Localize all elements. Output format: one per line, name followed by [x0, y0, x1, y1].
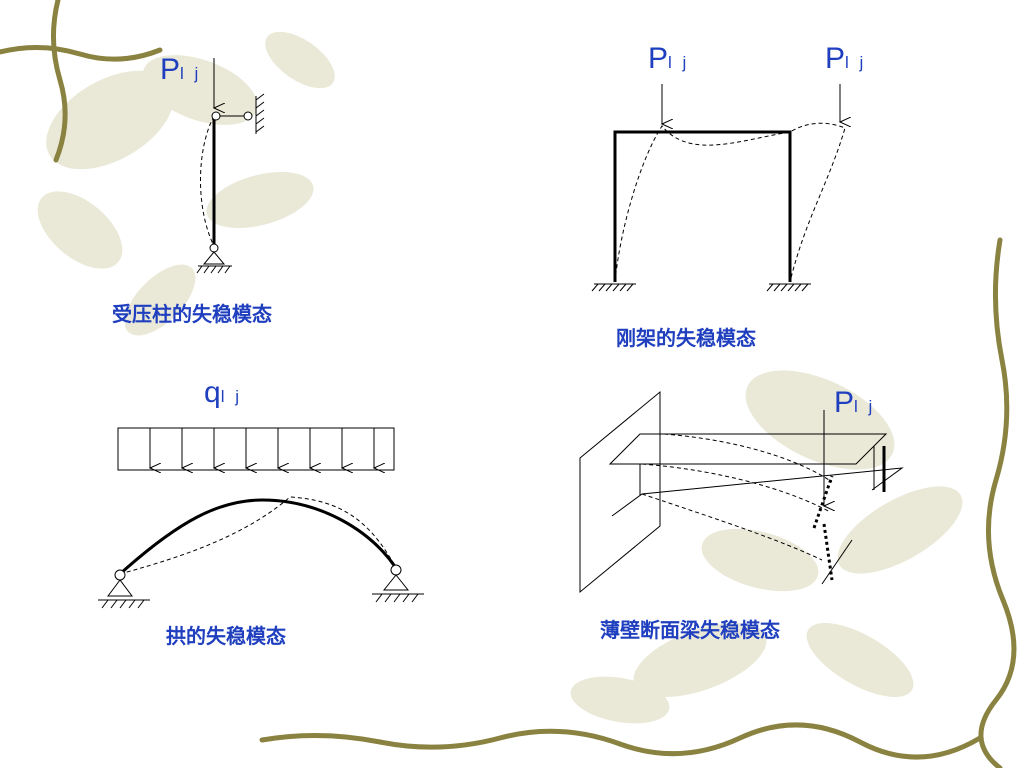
column-base-support — [202, 251, 226, 265]
beam-diagram — [579, 390, 904, 594]
frame-load-label-right: Pl j — [825, 44, 866, 74]
arch-buckled-shape — [119, 496, 397, 575]
frame-members — [613, 130, 792, 282]
column-buckled-shape — [200, 115, 215, 247]
frame-load-label-left: Pl j — [648, 44, 689, 74]
column-link-hinge — [243, 111, 253, 121]
frame-caption: 刚架的失稳模态 — [616, 326, 756, 350]
column-base-hinge — [209, 243, 219, 253]
leaf-watermark — [37, 31, 963, 724]
column-ground-hatch — [196, 265, 231, 274]
load-symbol: P — [825, 42, 846, 75]
column-diagram — [196, 58, 265, 274]
arch-right-hinge — [390, 564, 402, 576]
arch-ground-hatch-right — [375, 593, 419, 603]
load-subscript: l j — [845, 53, 867, 72]
column-caption: 受压柱的失稳模态 — [112, 302, 272, 326]
frame-buckled-shape — [614, 122, 846, 283]
load-symbol: P — [160, 53, 181, 86]
arch-member — [118, 498, 398, 576]
beam-buckled-shape — [641, 433, 833, 561]
column-wall-hatch — [255, 93, 265, 133]
load-symbol: q — [204, 376, 221, 409]
beam-caption: 薄壁断面梁失稳模态 — [600, 618, 780, 642]
load-subscript: l j — [180, 64, 202, 83]
beam-bottom-flange — [611, 467, 904, 517]
beam-wall — [579, 390, 661, 594]
beam-buckled-section — [812, 475, 834, 581]
load-subscript: l j — [668, 53, 690, 72]
arch-ground-hatch-left — [101, 599, 145, 609]
load-subscript: l j — [220, 387, 242, 406]
frame-ground-hatch-left — [591, 283, 634, 292]
frame-ground-hatch-right — [766, 283, 809, 292]
beam-top-flange — [608, 433, 888, 465]
arch-load-arrows — [150, 428, 374, 468]
frame-diagram — [591, 84, 846, 292]
beam-load-label: Pl j — [834, 388, 875, 418]
arch-distributed-load-box — [117, 427, 395, 471]
arch-load-label: ql j — [204, 378, 242, 408]
arch-left-hinge — [114, 569, 126, 581]
arch-diagram — [98, 427, 424, 609]
arch-caption: 拱的失稳模态 — [166, 624, 286, 648]
load-symbol: P — [648, 42, 669, 75]
load-symbol: P — [834, 386, 855, 419]
column-top-hinge — [211, 111, 221, 121]
column-load-label: Pl j — [160, 55, 201, 85]
load-subscript: l j — [854, 397, 876, 416]
